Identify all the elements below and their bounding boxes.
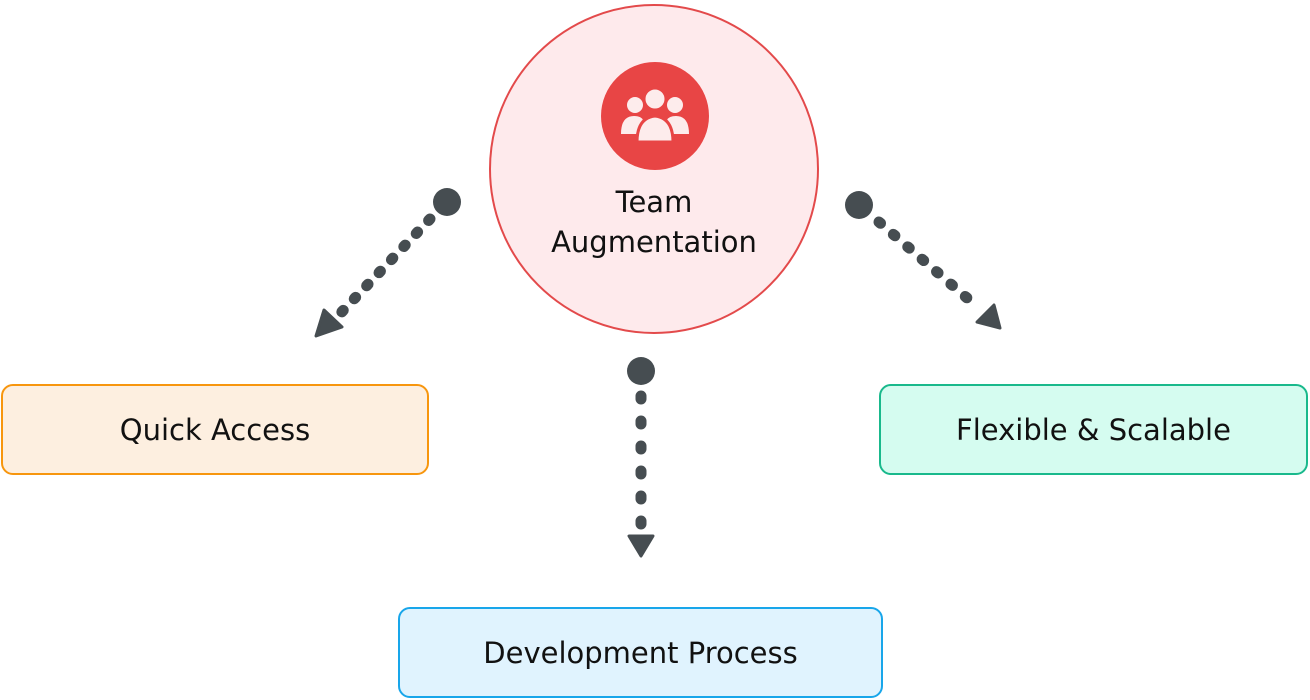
arrowhead-icon bbox=[314, 308, 344, 338]
users-group-icon bbox=[601, 62, 709, 170]
connector-quick-access bbox=[314, 188, 461, 338]
arrowhead-icon bbox=[975, 303, 1002, 330]
node-development-process: Development Process bbox=[398, 607, 883, 698]
hub-title-line-2: Augmentation bbox=[551, 225, 757, 259]
hub-title-line-1: Team bbox=[615, 185, 693, 219]
node-label: Flexible & Scalable bbox=[956, 412, 1231, 447]
connector-start-dot bbox=[627, 357, 655, 385]
connector-flexible-scalable bbox=[845, 191, 1002, 330]
hub-team-augmentation: Team Augmentation bbox=[489, 4, 819, 334]
connector-start-dot bbox=[433, 188, 461, 216]
connector-start-dot bbox=[845, 191, 873, 219]
connector-dotted-line bbox=[873, 216, 980, 310]
connector-development-process bbox=[627, 357, 655, 558]
node-label: Development Process bbox=[483, 635, 798, 670]
node-flexible-scalable: Flexible & Scalable bbox=[879, 384, 1308, 475]
hub-title: Team Augmentation bbox=[491, 182, 817, 262]
node-label: Quick Access bbox=[119, 412, 311, 447]
connector-dotted-line bbox=[330, 213, 436, 324]
arrowhead-icon bbox=[627, 534, 655, 558]
node-quick-access: Quick Access bbox=[1, 384, 429, 475]
